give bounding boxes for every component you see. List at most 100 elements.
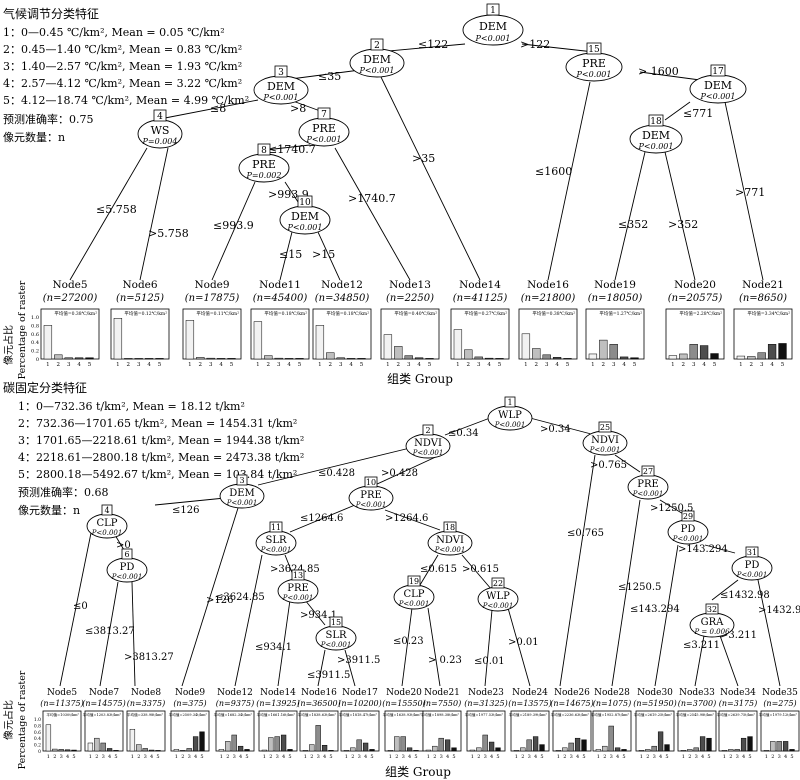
panel1-class-1: 1：0—0.45 ℃/km², Mean = 0.05 ℃/km² [3, 26, 225, 39]
leaf-tick-label: 2 [181, 754, 184, 760]
panel1-class-2: 2：0.45—1.40 ℃/km², Mean = 0.83 ℃/km² [3, 43, 242, 56]
leaf-bar [134, 358, 143, 360]
leaf-chart-mean: 平均值=1661.16t/km² [257, 712, 296, 717]
split-node: 4 WS P=0.004 [137, 109, 183, 149]
leaf-bar [747, 356, 756, 360]
leaf-bar [328, 750, 334, 752]
leaf-tick-label: 1 [640, 754, 643, 760]
split-id: 10 [299, 198, 311, 208]
leaf-bar [588, 353, 598, 360]
leaf-chart-mean: 平均值=1977.53t/km² [465, 712, 504, 717]
leaf-bar [315, 325, 325, 360]
leaf-tick-label: 3 [778, 754, 781, 760]
leaf-tick-label: 5 [428, 362, 432, 368]
leaf-chart-mean: 平均值=2236.63t/km² [551, 712, 590, 717]
split-p: P<0.001 [398, 600, 430, 608]
leaf-chart-mean: 平均值=3.34℃/km² [747, 310, 790, 317]
leaf-tick-label: 2 [397, 362, 401, 368]
leaf-tick-label: 4 [364, 754, 367, 760]
leaf-tick-label: 4 [194, 754, 197, 760]
leaf-tick-label: 2 [199, 362, 203, 368]
panel1-class-4: 4：2.57—4.12 ℃/km², Mean = 3.22 ℃/km² [3, 77, 242, 90]
edge-label: >1264.6 [385, 513, 428, 524]
leaf-tick-label: 2 [563, 754, 566, 760]
leaf-node-name: Node20 [386, 688, 422, 698]
leaf-bar [438, 737, 444, 752]
leaf-node-count: (n=7550) [423, 699, 461, 708]
leaf-bar [414, 357, 424, 360]
leaf-bar [274, 357, 283, 360]
split-p: P<0.001 [736, 571, 768, 579]
edge-label: ≤3911.5 [307, 670, 350, 681]
split-node: 15 PRE P<0.001 [565, 42, 623, 82]
leaf-tick-label: 2 [646, 754, 649, 760]
split-p: P<0.001 [355, 501, 387, 509]
leaf-tick-label: 2 [535, 362, 539, 368]
leaf-tick-label: 1 [263, 754, 266, 760]
leaf-tick-label: 1 [524, 362, 528, 368]
leaf-tick-label: 1 [304, 754, 307, 760]
split-id: 25 [600, 423, 610, 432]
leaf-bar [186, 748, 192, 752]
split-id: 18 [445, 523, 455, 532]
leaf-tick-label: 4 [701, 754, 704, 760]
leaf-y-tick-label: 0.2 [34, 743, 41, 749]
leaf-tick-label: 3 [277, 362, 281, 368]
leaf-node-count: (n=9375) [216, 699, 254, 708]
leaf-chart-mean: 平均值=0.18℃/km² [264, 310, 307, 317]
split-var: SLR [325, 630, 346, 641]
panel2-edge-labels: ≤0.34 >0.34 ≤0.428 >0.428 ≤126 >126 ≤0 >… [73, 424, 800, 681]
edge-label: ≤0.01 [474, 656, 505, 667]
leaf-chart-mean: 平均值=1682.34t/km² [214, 712, 253, 717]
leaf-tick-label: 1 [456, 362, 460, 368]
leaf-bar [124, 358, 133, 360]
split-var: CLP [403, 589, 424, 600]
leaf-tick-label: 4 [490, 754, 493, 760]
split-id: 15 [588, 45, 600, 55]
split-p: P<0.001 [494, 421, 526, 429]
leaf-tick-label: 4 [659, 754, 662, 760]
leaf-node-count: (n=1075) [593, 699, 631, 708]
leaf-bar [638, 750, 645, 752]
split-node: 32 GRA P = 0.006 [689, 603, 735, 638]
leaf-chart-mean: 平均值=1979.12t/km² [759, 712, 798, 717]
leaf-tick-label: 4 [408, 754, 411, 760]
leaf-tick-label: 1 [386, 362, 390, 368]
edge-label: ≤126 [172, 505, 199, 516]
split-p: P<0.001 [111, 573, 143, 581]
leaf-node-count: (n=34850) [315, 293, 370, 304]
leaf-tick-label: 4 [287, 362, 291, 368]
split-p: P<0.001 [260, 546, 292, 554]
leaf-bar [87, 742, 94, 752]
edge-label: >126 [206, 595, 233, 606]
leaf-bar [495, 358, 504, 360]
leaf-bar [526, 739, 532, 752]
leaf-bar [142, 748, 148, 752]
leaf-bar [689, 344, 698, 360]
leaf-bar [356, 739, 362, 752]
leaf-tick-label: 5 [790, 754, 793, 760]
leaf-bar [763, 750, 770, 752]
leaf-bar [315, 725, 321, 752]
leaf-bar [608, 725, 614, 752]
leaf-tick-label: 5 [72, 754, 75, 760]
leaf-bar [71, 749, 77, 752]
split-node: 6 PD P<0.001 [106, 548, 148, 583]
split-id: 18 [650, 117, 662, 127]
leaf-bar [513, 750, 520, 752]
leaf-bar [129, 728, 136, 752]
leaf-bar [253, 321, 263, 360]
split-p: P<0.001 [306, 135, 342, 144]
leaf-tick-label: 3 [358, 754, 361, 760]
leaf-node-name: Node9 [175, 688, 205, 698]
split-id: 29 [683, 512, 693, 521]
split-var: DEM [642, 129, 670, 142]
leaf-node-name: Node23 [468, 688, 504, 698]
split-var: PRE [312, 122, 336, 135]
leaf-bar [599, 339, 608, 360]
